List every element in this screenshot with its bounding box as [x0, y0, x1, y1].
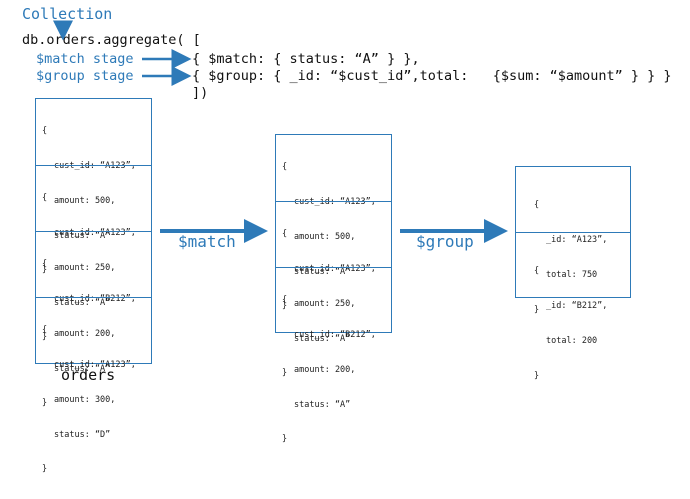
group-stage-label: $group stage — [36, 68, 134, 84]
match-stage-code: { $match: { status: “A” } }, — [192, 51, 420, 67]
grouped-doc: { _id: “A123”, total: 750 } — [516, 167, 630, 314]
doc-status: status: “A” — [294, 333, 351, 344]
doc-close-brace: } — [42, 332, 48, 343]
doc-amount: amount: 250, — [54, 262, 116, 273]
group-flow-label: $group — [416, 232, 474, 251]
doc-status: status: “A” — [294, 399, 351, 410]
doc-amount: amount: 250, — [294, 298, 356, 309]
doc-id: _id: “B212”, — [546, 300, 608, 311]
doc-close-brace: } — [42, 464, 48, 475]
doc-open-brace: { — [282, 229, 288, 240]
doc-close-brace: } — [42, 398, 48, 409]
match-stage-label: $match stage — [36, 51, 134, 67]
matched-docs-box: { cust_id: “A123”, amount: 500, status: … — [275, 134, 392, 444]
doc-open-brace: { — [42, 126, 48, 137]
doc-status: status: “A” — [54, 363, 111, 374]
doc-close-brace: } — [42, 265, 48, 276]
order-doc: { cust_id: “B212”, amount: 200, status: … — [36, 231, 151, 408]
group-stage-code: { $group: { _id: “$cust_id”,total: {$sum… — [192, 68, 672, 84]
doc-total: total: 200 — [546, 335, 598, 346]
doc-amount: amount: 500, — [294, 231, 356, 242]
doc-open-brace: { — [42, 325, 48, 336]
doc-amount: amount: 500, — [54, 195, 116, 206]
doc-cust-id: cust_id: “B212”, — [54, 293, 136, 304]
doc-amount: amount: 300, — [54, 394, 116, 405]
doc-open-brace: { — [42, 259, 48, 270]
order-doc: { cust_id: “A123”, amount: 300, status: … — [36, 297, 151, 474]
doc-close-brace: } — [534, 304, 540, 315]
matched-doc: { cust_id: “B212”, amount: 200, status: … — [276, 267, 391, 444]
doc-status: status: “A” — [54, 230, 111, 241]
order-doc: { cust_id: “A123”, amount: 250, status: … — [36, 165, 151, 342]
aggregate-closing: ]) — [192, 85, 209, 101]
grouped-doc: { _id: “B212”, total: 200 } — [516, 232, 630, 381]
doc-cust-id: cust_id: “A123”, — [54, 359, 136, 370]
doc-status: status: “A” — [294, 266, 351, 277]
doc-total: total: 750 — [546, 269, 598, 280]
doc-close-brace: } — [282, 301, 288, 312]
doc-amount: amount: 200, — [54, 328, 116, 339]
doc-open-brace: { — [282, 162, 288, 173]
doc-status: status: “D” — [54, 429, 111, 440]
doc-status: status: “A” — [54, 297, 111, 308]
doc-amount: amount: 200, — [294, 364, 356, 375]
doc-close-brace: } — [282, 434, 288, 445]
doc-id: _id: “A123”, — [546, 234, 608, 245]
collection-label: Collection — [22, 5, 113, 23]
doc-open-brace: { — [42, 193, 48, 204]
doc-open-brace: { — [534, 200, 540, 211]
doc-cust-id: cust_id: “B212”, — [294, 329, 376, 340]
order-doc: { cust_id: “A123”, amount: 500, status: … — [36, 99, 151, 275]
orders-collection-box: { cust_id: “A123”, amount: 500, status: … — [35, 98, 152, 474]
grouped-docs-box: { _id: “A123”, total: 750 } { _id: “B212… — [515, 166, 631, 381]
doc-cust-id: cust_id: “A123”, — [54, 227, 136, 238]
arrows-layer — [53, 20, 508, 243]
matched-doc: { cust_id: “A123”, amount: 500, status: … — [276, 135, 391, 311]
orders-collection-label: orders — [61, 366, 116, 384]
doc-open-brace: { — [534, 266, 540, 277]
match-flow-label: $match — [178, 232, 236, 251]
doc-close-brace: } — [534, 370, 540, 381]
matched-doc: { cust_id: “A123”, amount: 250, status: … — [276, 201, 391, 378]
doc-close-brace: } — [282, 368, 288, 379]
doc-cust-id: cust_id: “A123”, — [294, 263, 376, 274]
doc-open-brace: { — [282, 295, 288, 306]
